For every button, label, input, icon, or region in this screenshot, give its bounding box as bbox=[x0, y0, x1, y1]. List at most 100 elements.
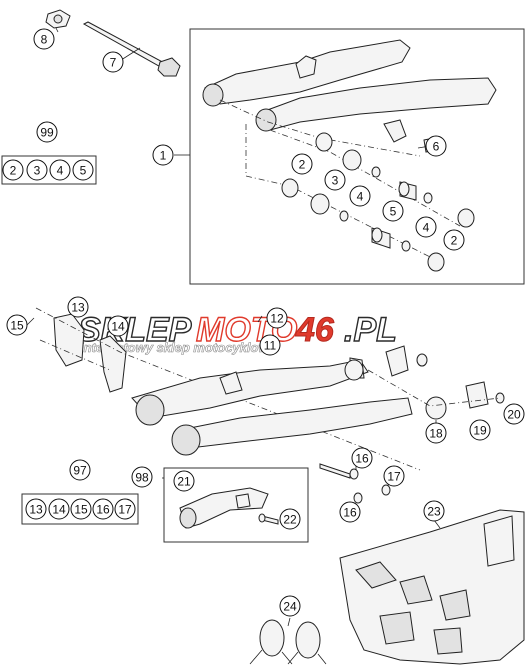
callout-circle bbox=[114, 498, 136, 520]
callout-circle bbox=[102, 51, 124, 73]
callout-label: 14 bbox=[111, 320, 125, 334]
callout-circle bbox=[67, 296, 89, 318]
callout-2: 2 bbox=[2, 159, 24, 181]
bearing-parts-top bbox=[281, 132, 475, 272]
callout-circle bbox=[173, 470, 195, 492]
chain-slider-part-21 bbox=[179, 487, 269, 529]
chain-guide-part-13 bbox=[53, 313, 127, 393]
callout-label: 3 bbox=[34, 164, 41, 178]
callout-label: 1 bbox=[160, 149, 167, 163]
callout-label: 18 bbox=[429, 427, 443, 441]
callout-label: 3 bbox=[332, 174, 339, 188]
callout-label: 14 bbox=[52, 503, 66, 517]
callout-15: 15 bbox=[6, 314, 28, 336]
callout-label: 5 bbox=[80, 164, 87, 178]
callout-label: 15 bbox=[74, 503, 88, 517]
callout-16: 16 bbox=[92, 498, 114, 520]
callout-15: 15 bbox=[70, 498, 92, 520]
callout-4: 4 bbox=[49, 159, 71, 181]
watermark-part1: SKLEP bbox=[78, 311, 192, 349]
callout-circle bbox=[339, 501, 361, 523]
callout-16: 16 bbox=[339, 501, 361, 523]
callout-18: 18 bbox=[425, 422, 447, 444]
callout-circle bbox=[425, 422, 447, 444]
callout-circle bbox=[349, 185, 371, 207]
callout-4: 4 bbox=[415, 216, 437, 238]
callout-label: 16 bbox=[355, 452, 369, 466]
callout-label: 4 bbox=[423, 221, 430, 235]
callout-label: 22 bbox=[283, 513, 297, 527]
callout-label: 19 bbox=[473, 424, 487, 438]
callout-label: 17 bbox=[118, 503, 132, 517]
callout-label: 11 bbox=[264, 339, 277, 353]
callout-label: 13 bbox=[29, 503, 43, 517]
callout-14: 14 bbox=[107, 315, 129, 337]
callout-13: 13 bbox=[67, 296, 89, 318]
callout-label: 4 bbox=[357, 190, 364, 204]
callout-label: 13 bbox=[71, 301, 85, 315]
bolts-16-17 bbox=[319, 463, 391, 504]
callout-circle bbox=[423, 500, 445, 522]
kit-98-frame bbox=[163, 467, 309, 543]
callout-label: 2 bbox=[10, 164, 17, 178]
callout-17: 17 bbox=[114, 498, 136, 520]
callout-circle bbox=[415, 216, 437, 238]
callout-13: 13 bbox=[25, 498, 47, 520]
callout-14: 14 bbox=[48, 498, 70, 520]
kit-97-box bbox=[21, 493, 139, 525]
callout-circle bbox=[291, 153, 313, 175]
callout-circle bbox=[107, 315, 129, 337]
callout-7: 7 bbox=[102, 51, 124, 73]
callout-circle bbox=[131, 466, 153, 488]
callout-97: 97 bbox=[69, 459, 91, 481]
callout-circle bbox=[383, 465, 405, 487]
callout-label: 23 bbox=[427, 505, 441, 519]
shop-watermark: SKLEP MOTO 46 .PL internetowy sklep moto… bbox=[77, 310, 397, 355]
side-parts-18-20 bbox=[344, 345, 505, 420]
callout-2: 2 bbox=[291, 153, 313, 175]
callout-circle bbox=[70, 498, 92, 520]
callout-98: 98 bbox=[131, 466, 153, 488]
callout-circle bbox=[443, 229, 465, 251]
callout-3: 3 bbox=[324, 169, 346, 191]
callout-circle bbox=[152, 144, 174, 166]
callout-19: 19 bbox=[469, 419, 491, 441]
callout-label: 15 bbox=[10, 319, 24, 333]
callout-2: 2 bbox=[443, 229, 465, 251]
callout-label: 99 bbox=[40, 126, 54, 140]
callout-label: 4 bbox=[57, 164, 64, 178]
watermark-part4: .PL bbox=[344, 311, 397, 349]
callout-circle bbox=[48, 498, 70, 520]
callout-label: 7 bbox=[110, 56, 117, 70]
callout-21: 21 bbox=[173, 470, 195, 492]
callout-circle bbox=[266, 307, 288, 329]
callout-circle bbox=[72, 159, 94, 181]
callout-label: 17 bbox=[387, 470, 401, 484]
main-swingarm bbox=[131, 357, 413, 456]
callout-20: 20 bbox=[503, 403, 525, 425]
kit-99-box bbox=[1, 155, 97, 185]
callout-circle bbox=[36, 121, 58, 143]
callout-circle bbox=[469, 419, 491, 441]
callout-circle bbox=[6, 314, 28, 336]
callout-label: 12 bbox=[270, 312, 284, 326]
callout-circle bbox=[49, 159, 71, 181]
callout-label: 20 bbox=[507, 408, 521, 422]
callout-label: 5 bbox=[390, 205, 397, 219]
cable-clamps-part-24 bbox=[249, 619, 327, 665]
callout-label: 2 bbox=[451, 234, 458, 248]
callout-circle bbox=[503, 403, 525, 425]
callout-circle bbox=[425, 135, 447, 157]
callout-1: 1 bbox=[152, 144, 174, 166]
callout-label: 24 bbox=[283, 600, 297, 614]
callout-circle bbox=[351, 447, 373, 469]
swingarm-detail-frame bbox=[189, 28, 525, 285]
callout-label: 21 bbox=[177, 475, 191, 489]
callout-circle bbox=[26, 159, 48, 181]
callout-circle bbox=[324, 169, 346, 191]
callout-23: 23 bbox=[423, 500, 445, 522]
callout-circle bbox=[279, 595, 301, 617]
chain-guard-part-23 bbox=[339, 509, 525, 665]
